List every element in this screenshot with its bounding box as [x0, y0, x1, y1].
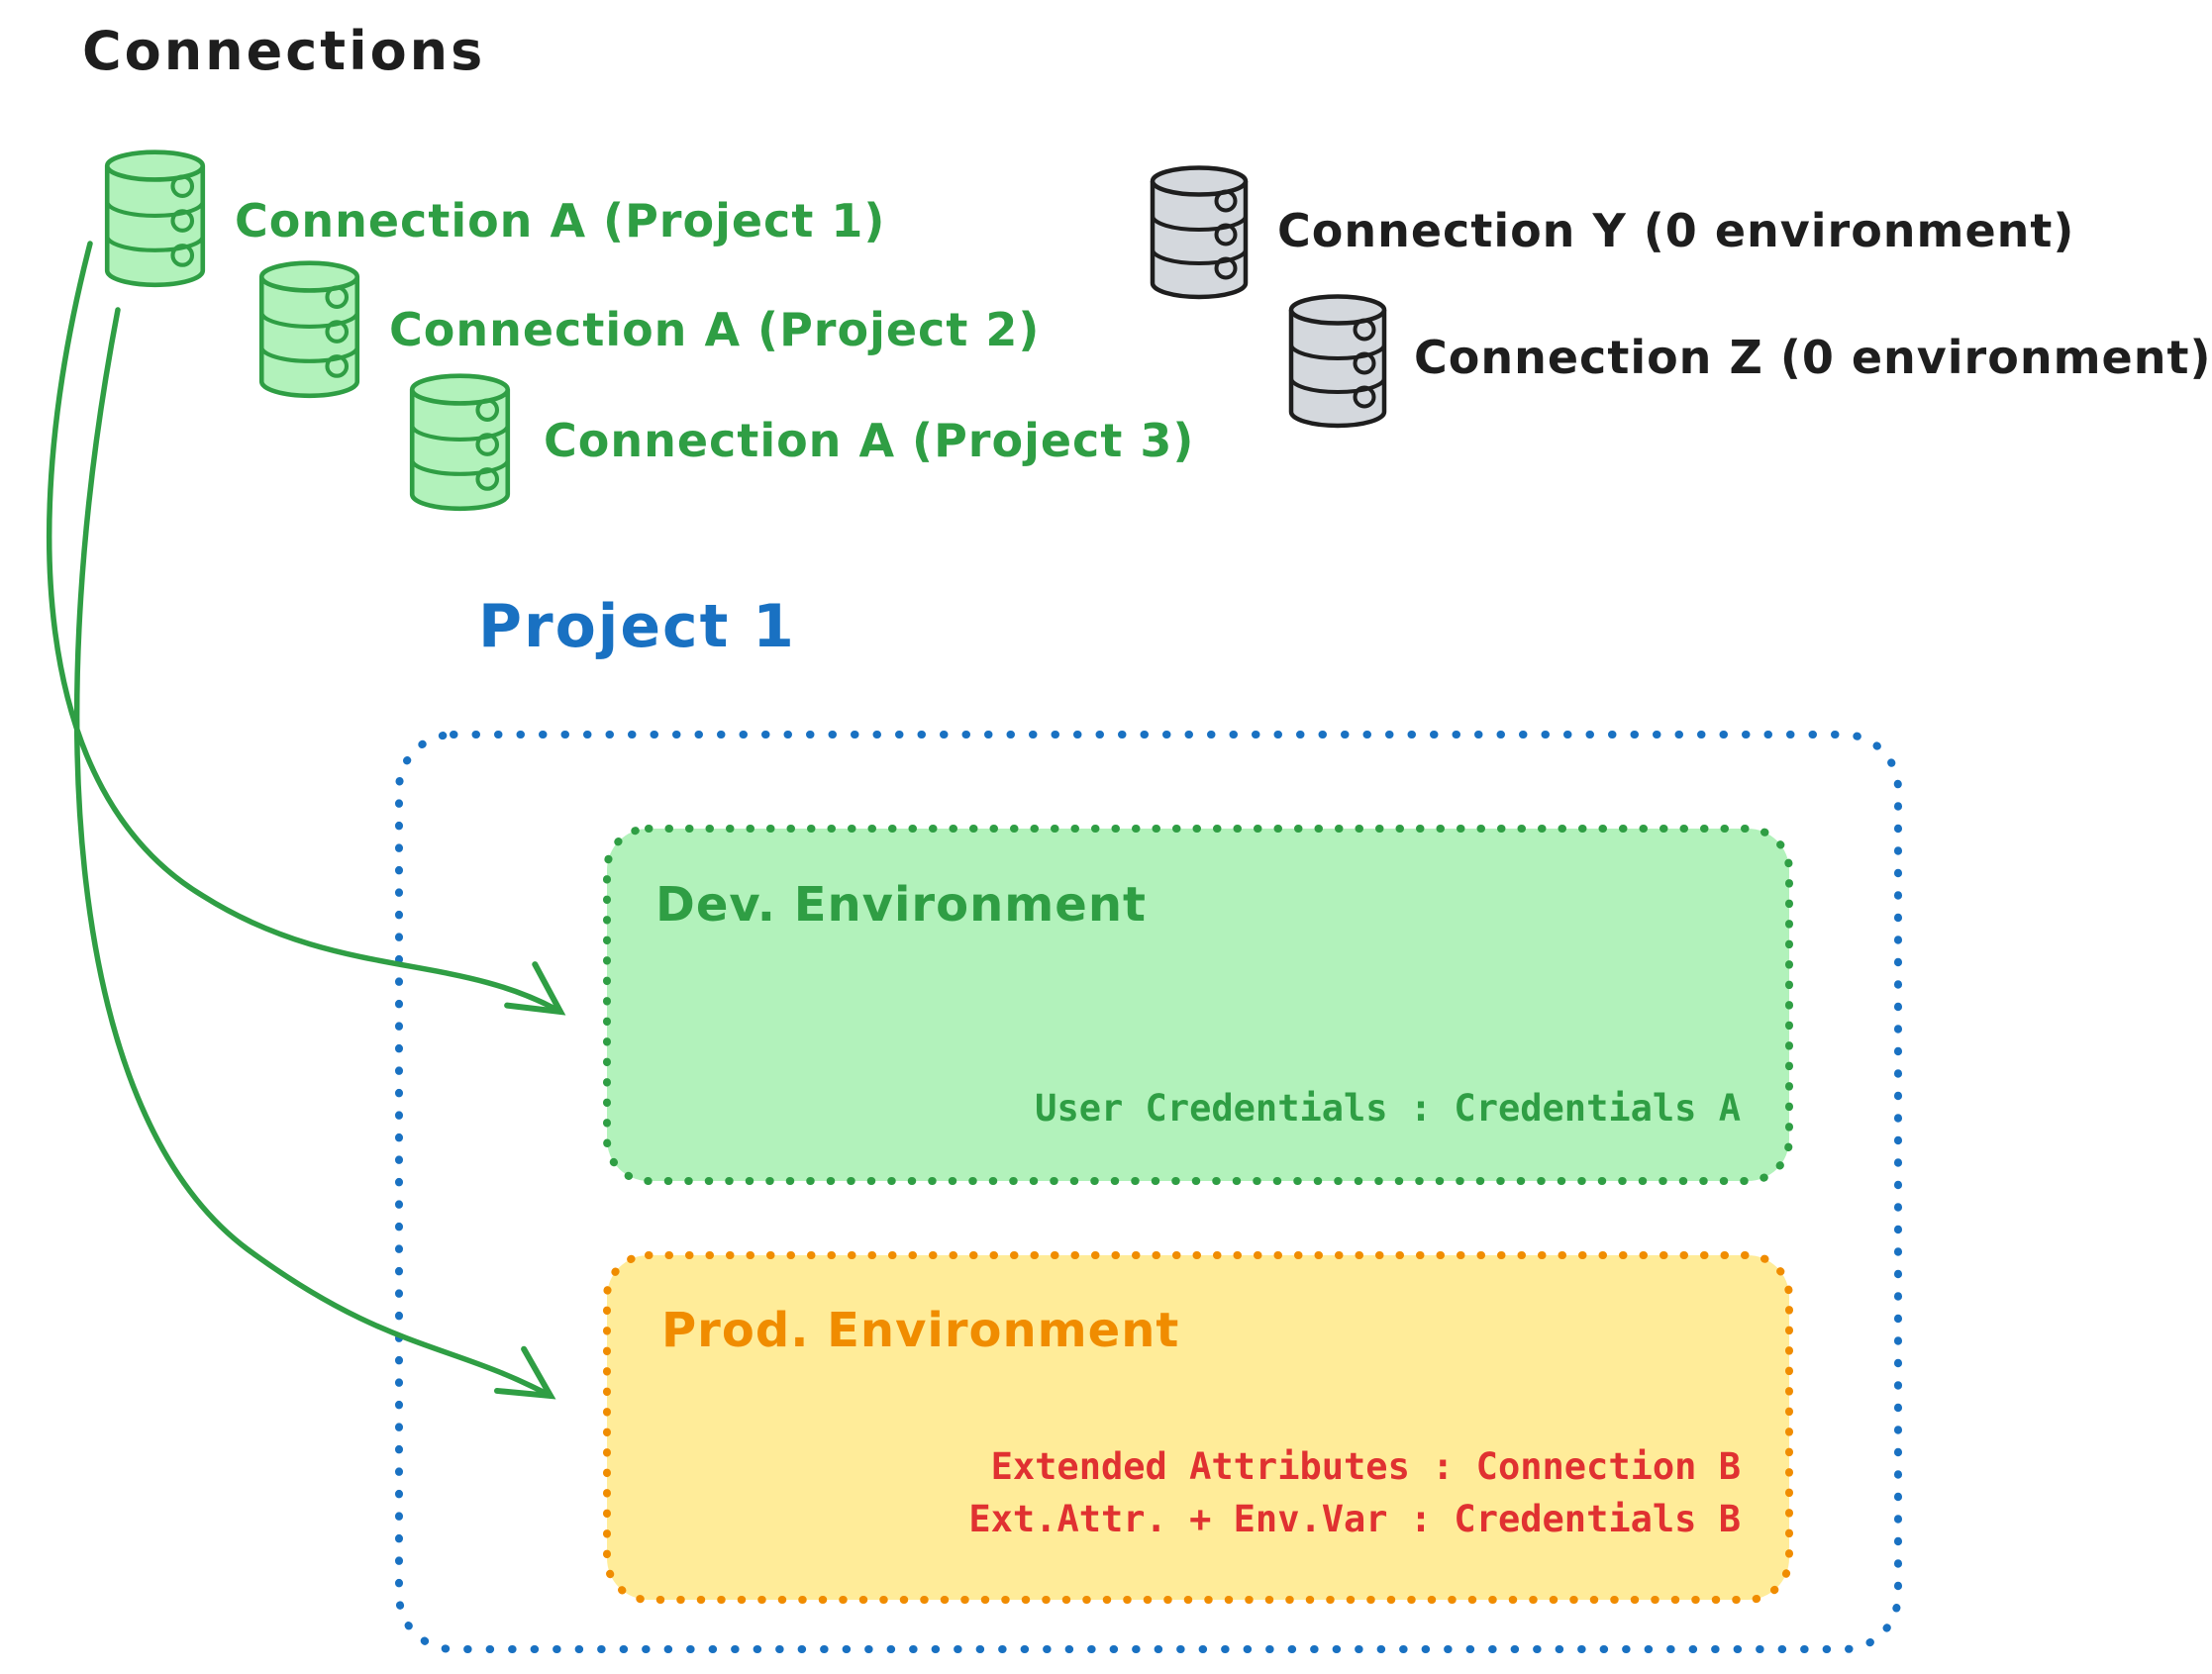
prod-environment-credentials-text: Extended Attributes : Connection B Ext.A… — [607, 1441, 1741, 1545]
prod-ext-attr-env-var-line: Ext.Attr. + Env.Var : Credentials B — [968, 1497, 1741, 1540]
database-icon — [253, 259, 365, 400]
connection-y-label: Connection Y (0 environment) — [1277, 204, 2075, 257]
prod-extended-attributes-line: Extended Attributes : Connection B — [990, 1445, 1741, 1488]
dev-environment-title: Dev. Environment — [655, 877, 1147, 933]
connection-z-label: Connection Z (0 environment) — [1414, 331, 2212, 384]
dev-environment-credentials-text: User Credentials : Credentials A — [1035, 1087, 1741, 1130]
connection-a-project-3-label: Connection A (Project 3) — [544, 414, 1195, 467]
database-icon — [99, 148, 211, 289]
database-icon — [1282, 293, 1393, 430]
diagram-title: Connections — [82, 20, 486, 82]
connection-a-project-1-label: Connection A (Project 1) — [235, 194, 886, 247]
prod-environment-title: Prod. Environment — [661, 1303, 1180, 1358]
connection-a-project-2-label: Connection A (Project 2) — [389, 303, 1041, 356]
database-icon — [1144, 164, 1255, 301]
project-1-title: Project 1 — [478, 592, 796, 661]
database-icon — [404, 372, 516, 513]
